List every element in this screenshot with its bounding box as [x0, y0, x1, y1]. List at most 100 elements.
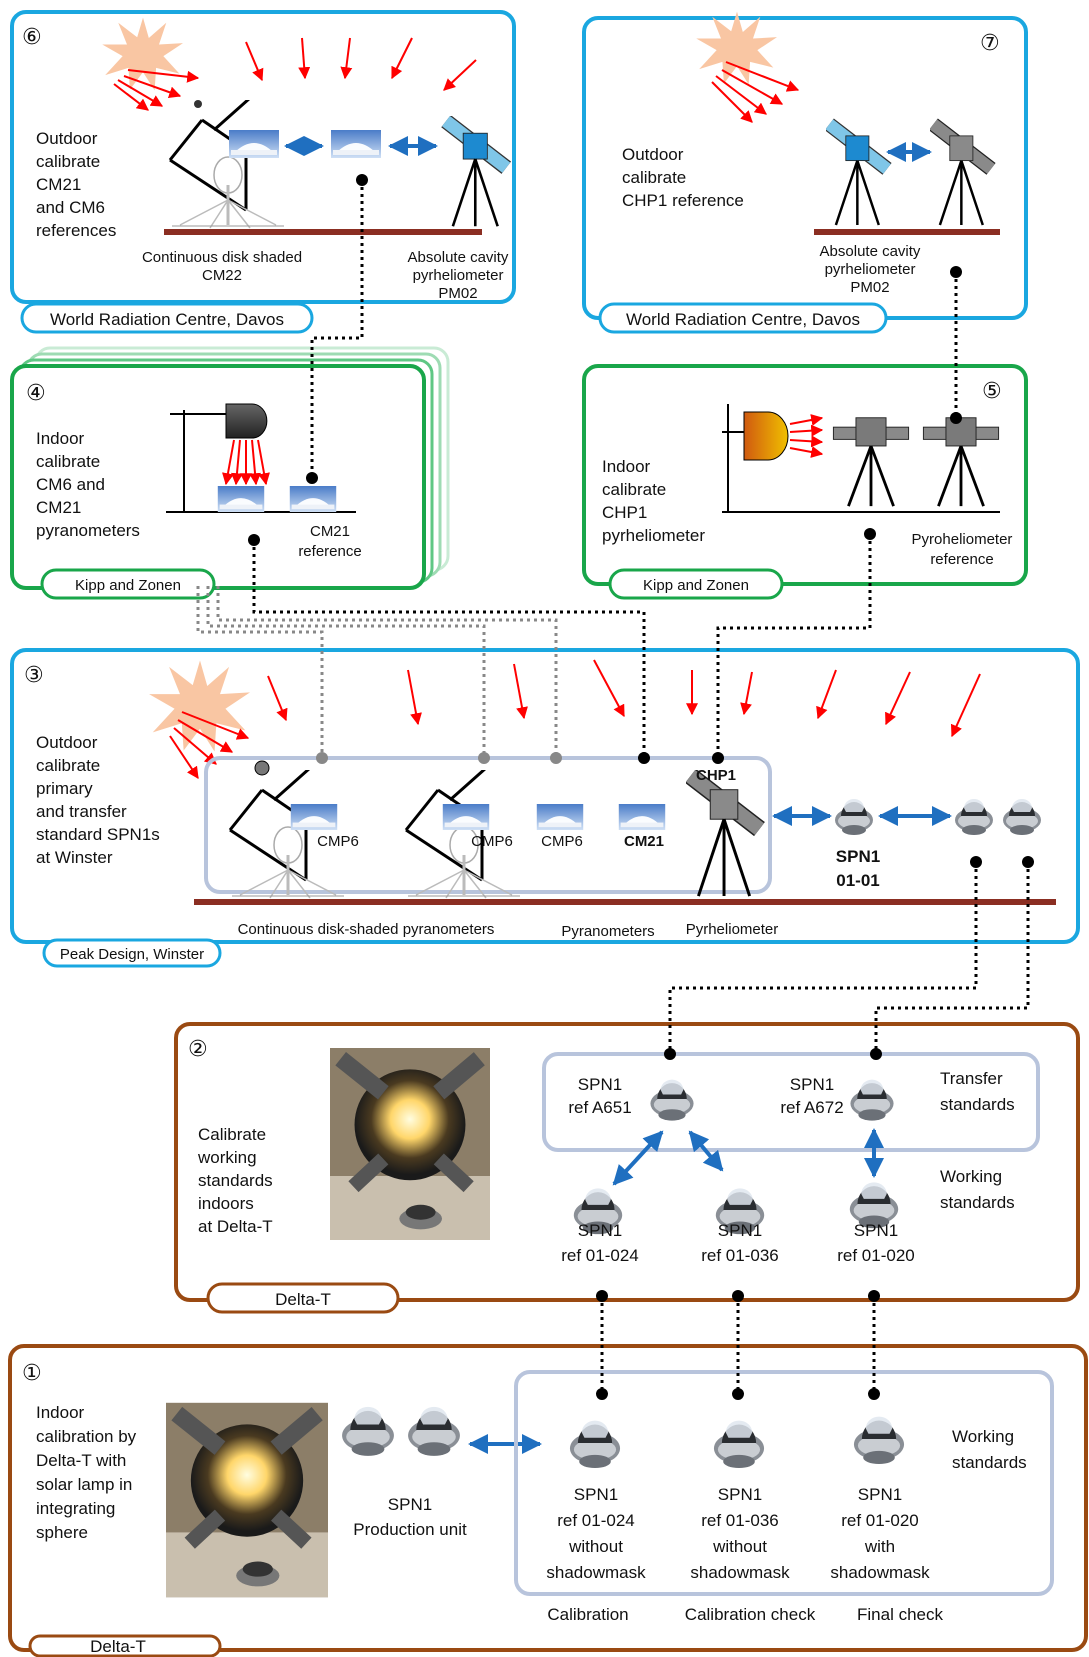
- pyranometer-icon: [331, 130, 381, 158]
- panel-4-tag: Kipp and Zonen: [75, 577, 181, 594]
- pyranometer-icon: [618, 804, 666, 830]
- svg-text:SPN1: SPN1: [858, 1485, 902, 1504]
- panel-7-wrc-davos: ⑦ Outdoor calibrate CHP1 reference Absol…: [582, 11, 1028, 334]
- panel-6-labels: Continuous disk shaded CM22 Absolute cav…: [142, 249, 509, 302]
- svg-text:ref 01-036: ref 01-036: [701, 1511, 779, 1530]
- svg-text:CM21: CM21: [36, 498, 81, 517]
- pyranometer-icon: [229, 130, 279, 158]
- pyranometer-icon: [536, 804, 584, 830]
- svg-text:Indoor: Indoor: [36, 429, 85, 448]
- col-036: SPN1 ref 01-036 without shadowmask: [690, 1485, 790, 1582]
- lamp-rays: [789, 414, 824, 458]
- svg-text:01-01: 01-01: [836, 871, 879, 890]
- svg-text:at Delta-T: at Delta-T: [198, 1217, 273, 1236]
- svg-text:CHP1 reference: CHP1 reference: [622, 191, 744, 210]
- panel-3-tag: Peak Design, Winster: [60, 946, 204, 963]
- svg-text:ref A651: ref A651: [568, 1098, 631, 1117]
- svg-text:pyrheliometer: pyrheliometer: [825, 261, 916, 278]
- panel-6-wrc-davos: ⑥ Outdoor calibrate CM21 and CM6 referen…: [10, 10, 516, 334]
- col-020: SPN1 ref 01-020 with shadowmask: [830, 1485, 930, 1582]
- svg-text:Transfer: Transfer: [940, 1069, 1003, 1088]
- svg-text:standards: standards: [198, 1171, 273, 1190]
- svg-text:and CM6: and CM6: [36, 198, 105, 217]
- svg-text:Indoor: Indoor: [602, 457, 651, 476]
- panel-1-tag: Delta-T: [90, 1637, 146, 1656]
- svg-text:sphere: sphere: [36, 1523, 88, 1542]
- panel-6-tag: World Radiation Centre, Davos: [50, 310, 284, 329]
- svg-text:CM6 and: CM6 and: [36, 475, 105, 494]
- svg-text:Delta-T with: Delta-T with: [36, 1451, 126, 1470]
- sun-rays: [113, 37, 477, 111]
- svg-text:Outdoor: Outdoor: [36, 129, 98, 148]
- svg-text:calibration by: calibration by: [36, 1427, 137, 1446]
- svg-text:CMP6: CMP6: [541, 833, 583, 850]
- panel-number: ①: [22, 1360, 42, 1385]
- connector-dots: [248, 174, 1034, 1400]
- svg-text:ref 01-036: ref 01-036: [701, 1246, 779, 1265]
- sun-rays: [711, 61, 800, 123]
- svg-text:primary: primary: [36, 779, 93, 798]
- svg-text:Indoor: Indoor: [36, 1403, 85, 1422]
- integrating-sphere-photo: [330, 1048, 490, 1240]
- panel-1-delta-t: ① Indoor calibration by Delta-T with sol…: [8, 1344, 1088, 1657]
- svg-text:Calibration: Calibration: [547, 1605, 628, 1624]
- pyranometer-icon: [217, 486, 265, 512]
- svg-text:reference: reference: [298, 543, 361, 560]
- svg-text:standards: standards: [952, 1453, 1027, 1472]
- panel-2-delta-t: ② Calibrate working standards indoors at…: [174, 1022, 1080, 1314]
- svg-text:SPN1: SPN1: [836, 847, 880, 866]
- svg-text:Outdoor: Outdoor: [36, 733, 98, 752]
- pyranometer-icon: [290, 804, 338, 830]
- svg-text:Absolute cavity: Absolute cavity: [408, 249, 509, 266]
- svg-text:shadowmask: shadowmask: [690, 1563, 790, 1582]
- svg-text:PM02: PM02: [850, 279, 889, 296]
- svg-text:SPN1: SPN1: [388, 1495, 432, 1514]
- svg-text:Production unit: Production unit: [353, 1520, 467, 1539]
- svg-text:ref 01-020: ref 01-020: [837, 1246, 915, 1265]
- svg-text:ref 01-024: ref 01-024: [561, 1246, 639, 1265]
- panel-number: ⑤: [982, 378, 1002, 403]
- svg-text:Working: Working: [940, 1167, 1002, 1186]
- col-024: SPN1 ref 01-024 without shadowmask: [546, 1485, 646, 1582]
- svg-text:SPN1: SPN1: [574, 1485, 618, 1504]
- svg-text:calibrate: calibrate: [36, 452, 100, 471]
- svg-text:without: without: [712, 1537, 767, 1556]
- svg-text:solar lamp in: solar lamp in: [36, 1475, 132, 1494]
- svg-text:without: without: [568, 1537, 623, 1556]
- svg-text:calibrate: calibrate: [36, 756, 100, 775]
- panel-3-description: Outdoor calibrate primary and transfer s…: [36, 733, 160, 867]
- panel-number: ②: [188, 1036, 208, 1061]
- svg-text:SPN1: SPN1: [578, 1221, 622, 1240]
- svg-text:SPN1: SPN1: [578, 1075, 622, 1094]
- svg-text:CM21: CM21: [36, 175, 81, 194]
- svg-text:calibrate: calibrate: [36, 152, 100, 171]
- svg-text:Working: Working: [952, 1427, 1014, 1446]
- svg-text:calibrate: calibrate: [622, 168, 686, 187]
- svg-text:with: with: [864, 1537, 895, 1556]
- svg-text:SPN1: SPN1: [718, 1221, 762, 1240]
- pyranometer-icon: [442, 804, 490, 830]
- svg-text:CHP1: CHP1: [602, 503, 647, 522]
- svg-text:CM21: CM21: [624, 833, 664, 850]
- svg-text:Absolute cavity: Absolute cavity: [820, 243, 921, 260]
- panel-7-tag: World Radiation Centre, Davos: [626, 310, 860, 329]
- svg-text:shadowmask: shadowmask: [830, 1563, 930, 1582]
- lamp-icon: [743, 411, 789, 461]
- panel-6-description: Outdoor calibrate CM21 and CM6 reference…: [36, 129, 116, 240]
- svg-text:Final check: Final check: [857, 1605, 943, 1624]
- svg-text:ref A672: ref A672: [780, 1098, 843, 1117]
- panel-5-description: Indoor calibrate CHP1 pyrheliometer: [602, 457, 705, 545]
- svg-text:CM21: CM21: [310, 523, 350, 540]
- svg-text:ref 01-020: ref 01-020: [841, 1511, 919, 1530]
- panel-1-description: Indoor calibration by Delta-T with solar…: [36, 1403, 137, 1542]
- sun-rays: [169, 659, 981, 779]
- svg-text:SPN1: SPN1: [718, 1485, 762, 1504]
- integrating-sphere-photo: [166, 1403, 328, 1597]
- panel-5-tag: Kipp and Zonen: [643, 577, 749, 594]
- svg-text:pyranometers: pyranometers: [36, 521, 140, 540]
- svg-text:indoors: indoors: [198, 1194, 254, 1213]
- svg-text:Calibration check: Calibration check: [685, 1605, 816, 1624]
- panel-3-peak-design: ③ Outdoor calibrate primary and transfer…: [10, 648, 1080, 968]
- svg-text:pyrheliometer: pyrheliometer: [413, 267, 504, 284]
- svg-text:working: working: [197, 1148, 257, 1167]
